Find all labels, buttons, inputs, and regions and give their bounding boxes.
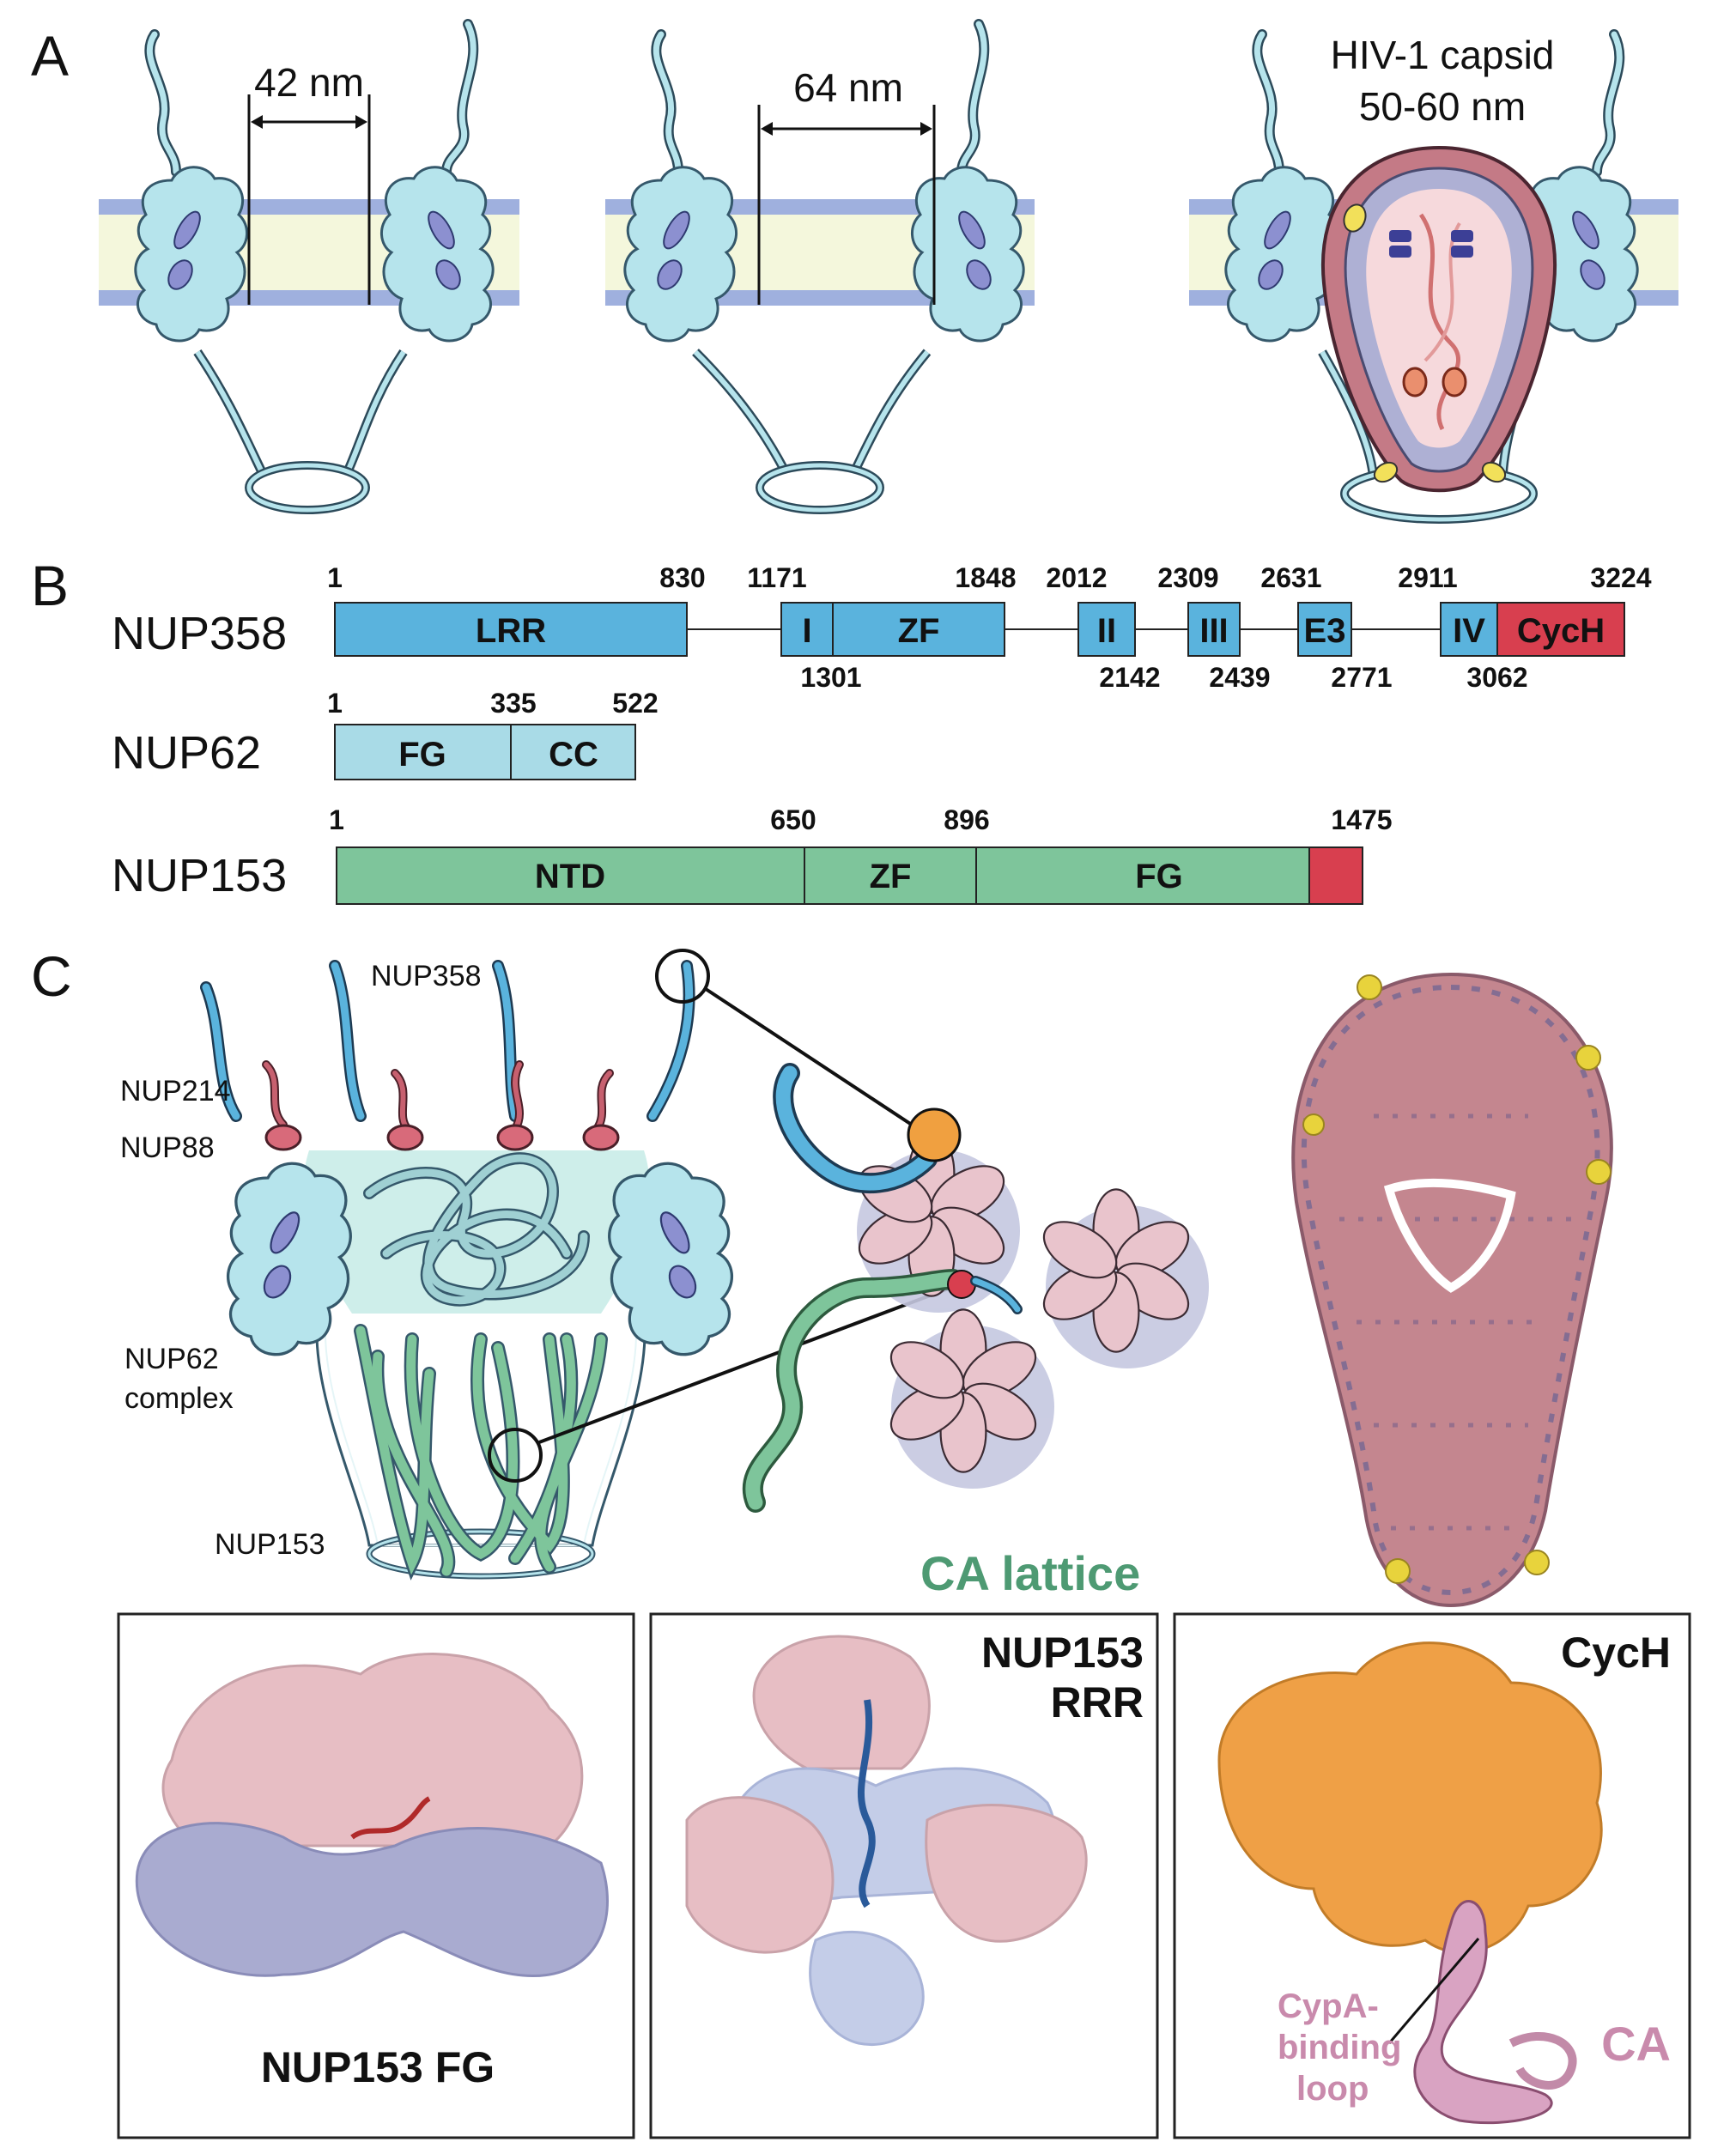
domain-label-zf: ZF [870,858,912,895]
pore-closed-42nm: 42 nm [99,19,519,514]
nup153-ntd-domain [336,846,805,905]
loop-label-line2: binding [1278,2029,1401,2066]
cych-bead [907,1107,962,1162]
residue-number: 2012 [1046,562,1107,593]
nup358-iv-domain [1440,602,1498,657]
nup153-zf-domain [804,846,977,905]
residue-number: 1 [327,562,343,593]
npc-schematic: NUP358 NUP214 NUP88 NUP62 complex NUP153 [120,949,961,1581]
nup358-domain-map: NUP358 LRR I ZF II III E3 IV CycH 1 830 … [112,562,1652,693]
structure-box-nup153-fg: NUP153 FG [117,1612,635,2139]
domain-label-fg: FG [1135,858,1183,895]
residue-number: 1301 [800,662,861,693]
nup153-domain-map: NUP153 NTD ZF FG 1 650 896 1475 [112,804,1393,905]
residue-number: 522 [612,688,658,719]
domain-label-ntd: NTD [535,858,605,895]
label-complex: complex [124,1382,234,1415]
label-nup62: NUP62 [124,1343,219,1375]
residue-number: 1848 [955,562,1016,593]
domain-label-i: I [802,612,811,650]
residue-number: 2142 [1099,662,1160,693]
residue-number: 1171 [747,562,806,593]
loop-label-line3: loop [1296,2070,1369,2108]
residue-number: 2309 [1157,562,1218,593]
zoom-circle-nup358 [655,949,710,1004]
domain-label-fg: FG [398,736,446,774]
ca-lattice: CA lattice [742,1063,1209,1600]
residue-number: 896 [944,804,989,835]
domain-label-iv: IV [1453,612,1485,650]
residue-number: 650 [770,804,816,835]
box3-title: CycH [1561,1629,1671,1677]
nup358-iii-domain [1187,602,1241,657]
residue-number: 3224 [1590,562,1651,593]
residue-number: 2631 [1260,562,1321,593]
capsid-label-line1: HIV-1 capsid [1331,33,1555,77]
nup358-ii-domain [1077,602,1136,657]
nup358-lrr-domain [334,602,688,657]
ca-lattice-label: CA lattice [920,1546,1140,1600]
structure-box-nup153-rrr: NUP153 RRR [649,1612,1159,2139]
residue-number: 3062 [1466,662,1527,693]
pore-open-64nm: 64 nm [605,19,1035,514]
loop-label-line1: CypA- [1278,1987,1379,2025]
label-nup153: NUP153 [215,1528,325,1561]
panel-b: B NUP358 LRR I ZF II III E3 IV CycH 1 83… [31,554,1652,905]
nup153-cterm-segment [1308,846,1363,905]
nup358-e3-domain [1297,602,1352,657]
panel-c: C [31,944,1691,2139]
panel-a-letter: A [31,24,69,88]
residue-number: 1475 [1331,804,1392,835]
box2-title-line1: NUP153 [981,1629,1144,1677]
residue-number: 2439 [1209,662,1270,693]
domain-label-cych: CycH [1517,612,1605,650]
panel-b-letter: B [31,554,69,617]
domain-label-cc: CC [549,736,598,774]
domain-label-iii: III [1199,612,1228,650]
domain-label-e3: E3 [1304,612,1346,650]
residue-number: 1 [329,804,344,835]
capsid-surface-model [1291,972,1613,1608]
pore-with-capsid: HIV-1 capsid 50-60 nm [1189,29,1678,524]
nup62-domain-map: NUP62 FG CC 1 335 522 [112,688,659,780]
zoom-circle-nup153 [488,1428,543,1483]
nup153-fg-domain [975,846,1310,905]
residue-number: 2911 [1398,562,1457,593]
width-label-64nm: 64 nm [793,65,903,110]
residue-number: 1 [327,688,343,719]
label-nup214: NUP214 [120,1075,231,1107]
label-nup358: NUP358 [371,960,482,992]
nup62-name: NUP62 [112,727,261,779]
nup358-zf-domain [832,602,1005,657]
ca-label: CA [1601,2017,1671,2071]
panel-a: A 42 nm [31,19,1678,524]
residue-number: 2771 [1331,662,1392,693]
domain-label-lrr: LRR [476,612,546,650]
nup358-name: NUP358 [112,608,287,659]
nup358-cych-domain [1496,602,1625,657]
structure-box-cych: CycH CypA- binding loop CA [1173,1612,1691,2139]
residue-number: 830 [659,562,705,593]
box2-title-line2: RRR [1051,1678,1144,1726]
nup62-cc-domain [510,724,636,780]
domain-label-ii: II [1097,612,1116,650]
residue-number: 335 [490,688,536,719]
capsid-highlight-outline [1383,1178,1516,1293]
panel-c-letter: C [31,944,72,1008]
nup153-name: NUP153 [112,850,287,901]
capsid-label-line2: 50-60 nm [1359,84,1526,129]
box1-title: NUP153 FG [261,2043,495,2091]
width-label-42nm: 42 nm [254,60,364,105]
label-nup88: NUP88 [120,1132,215,1164]
domain-label-zf: ZF [898,612,940,650]
nup358-i-domain [780,602,834,657]
